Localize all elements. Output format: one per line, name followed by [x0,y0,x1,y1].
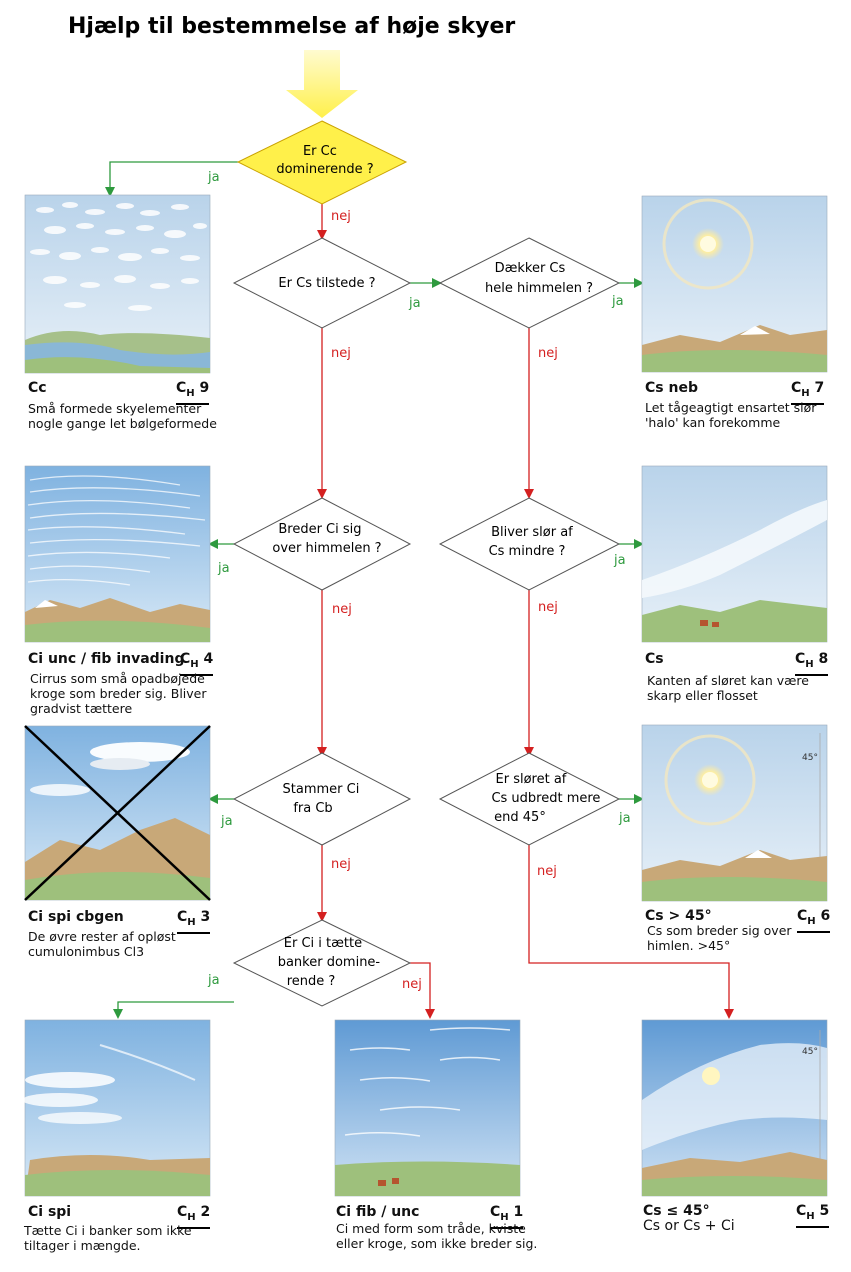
connectors [105,161,734,1019]
label-no-q7: nej [537,864,557,879]
cloud-code-ch7: CH 7 [791,380,825,405]
page-title: Hjælp til bestemmelse af høje skyer [68,14,516,39]
q2-line1: Er Cs tilstede ? [278,276,375,291]
cloud-name-ch8: Cs [645,651,664,667]
question-q6: Stammer Ci fra Cb [283,782,364,816]
cloud-name-ch4: Ci unc / fib invading [28,651,185,667]
start-arrow [286,50,358,118]
q5-line1: Bliver slør af [491,525,573,540]
q3-line2: hele himmelen ? [485,281,593,296]
label-yes-q8: ja [207,973,220,988]
q7-line3: end 45° [494,810,546,825]
cloud-code-ch2: CH 2 [177,1204,211,1229]
label-no-q3: nej [538,346,558,361]
cloud-name-ch3: Ci spi cbgen [28,909,124,925]
cloud-code-ch4: CH 4 [180,651,214,676]
cloud-desc-ch7: Let tågeagtigt ensartet slør'halo' kan f… [645,400,817,430]
cloud-name-ch9: Cc [28,380,47,396]
question-q5: Bliver slør af Cs mindre ? [489,525,577,559]
decision-q5 [438,497,621,591]
photo-ch2 [22,1019,211,1197]
label-no-q6: nej [331,857,351,872]
q6-line2: fra Cb [293,801,332,816]
label-no-q4: nej [332,602,352,617]
q5-line2: Cs mindre ? [489,544,566,559]
label-no-q5: nej [538,600,558,615]
cross-line-2 [24,725,211,901]
photo-ch7 [641,195,828,373]
q4-line2: over himmelen ? [272,541,381,556]
label-no-q2: nej [331,346,351,361]
q3-line1: Dækker Cs [495,261,566,276]
photo-ch4 [24,465,211,643]
decision-q1 [236,120,408,205]
label-no-q8: nej [402,977,422,992]
cloud-code-ch8: CH 8 [795,651,829,676]
angle-mark-ch5: 45° [802,1047,818,1057]
angle-mark-ch6: 45° [802,753,818,763]
decision-q2 [232,237,412,329]
label-yes-q2: ja [408,296,421,311]
q1-line2: dominerende ? [276,162,373,177]
q8-line3: rende ? [287,974,336,989]
cloud-code-ch3: CH 3 [177,909,211,934]
photo-ch1 [334,1019,521,1197]
decision-q4 [232,497,412,591]
decision-q7 [438,752,621,846]
photo-ch8 [641,465,828,643]
label-yes-q4: ja [217,561,230,576]
cloud-name-ch7: Cs neb [645,380,698,396]
photo-ch9 [24,194,211,374]
decision-q6 [232,752,412,846]
q7-line2: Cs udbredt mere [491,791,600,806]
question-q7: Er sløret af Cs udbredt mere end 45° [491,772,604,825]
label-no-q1: nej [331,209,351,224]
cloud-name-ch6: Cs > 45° [645,908,712,924]
question-q1: Er Cc dominerende ? [276,144,373,177]
question-q2: Er Cs tilstede ? [278,276,375,291]
q7-line1: Er sløret af [496,772,567,787]
cloud-code-ch5: CH 5 [796,1203,830,1228]
decision-q3 [438,237,621,329]
q6-line1: Stammer Ci [283,782,360,797]
label-yes-q1: ja [207,170,220,185]
label-yes-q5: ja [613,553,626,568]
photo-ch5: 45° [641,1019,828,1197]
question-q8: Er Ci i tætte banker domine- rende ? [278,936,385,989]
cloud-code-ch1: CH 1 [490,1204,524,1229]
label-yes-q3: ja [611,294,624,309]
cloud-name-ch1: Ci fib / unc [336,1204,420,1220]
q4-line1: Breder Ci sig [278,522,361,537]
cloud-code-ch6: CH 6 [797,908,831,933]
question-q4: Breder Ci sig over himmelen ? [272,522,381,556]
photo-ch6: 45° [641,724,828,902]
q8-line2: banker domine- [278,955,381,970]
photo-ch3 [24,725,211,901]
q1-line1: Er Cc [303,144,337,159]
cloud-name-ch5: Cs ≤ 45° [643,1203,710,1219]
label-yes-q6: ja [220,814,233,829]
cloud-code-ch9: CH 9 [176,380,210,405]
label-yes-q7: ja [618,811,631,826]
decision-q8 [232,919,412,1007]
q8-line1: Er Ci i tætte [284,936,362,951]
cloud-desc-ch5: Cs or Cs + Ci [643,1218,735,1234]
question-q3: Dækker Cs hele himmelen ? [485,261,593,296]
cloud-name-ch2: Ci spi [28,1204,72,1220]
